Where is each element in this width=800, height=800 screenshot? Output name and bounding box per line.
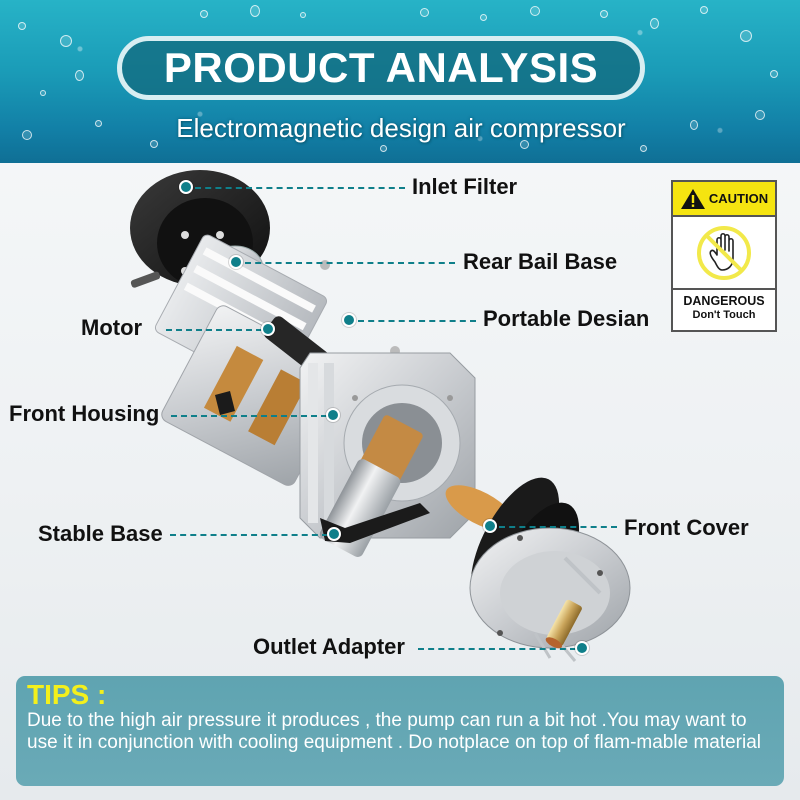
title-pill: PRODUCT ANALYSIS	[117, 36, 645, 100]
label-motor: Motor	[81, 315, 143, 340]
front-cover-leader	[499, 526, 617, 528]
inlet-filter-marker	[179, 180, 193, 194]
caution-header: CAUTION	[673, 182, 775, 217]
outlet-adapter-marker	[575, 641, 589, 655]
label-inlet-filter: Inlet Filter	[412, 174, 518, 199]
front-cover-marker	[483, 519, 497, 533]
no-touch-hand-icon	[697, 225, 751, 280]
label-rear-bail-base: Rear Bail Base	[463, 249, 618, 274]
product-diagram: Inlet Filter Rear Bail Base Portable Des…	[0, 163, 800, 673]
tips-box: TIPS : Due to the high air pressure it p…	[16, 676, 784, 786]
rear-bail-base-marker	[229, 255, 243, 269]
portable-design-marker	[342, 313, 356, 327]
motor-leader	[166, 329, 262, 331]
label-front-cover: Front Cover	[624, 515, 749, 540]
front-housing-leader	[171, 415, 327, 417]
label-front-housing: Front Housing	[9, 401, 160, 426]
caution-heading: CAUTION	[708, 191, 769, 206]
caution-line-2: Don't Touch	[692, 309, 756, 321]
tips-text: Due to the high air pressure it produces…	[27, 710, 762, 753]
inlet-filter-leader	[195, 187, 405, 189]
caution-footer: DANGEROUS Don't Touch	[673, 290, 775, 321]
portable-design-leader	[358, 320, 476, 322]
warning-triangle-icon	[680, 188, 705, 209]
tips-heading: TIPS :	[27, 679, 107, 710]
stable-base-marker	[327, 527, 341, 541]
front-housing-marker	[326, 408, 340, 422]
motor-marker	[261, 322, 275, 336]
label-stable-base: Stable Base	[38, 521, 163, 546]
page-title: PRODUCT ANALYSIS	[163, 44, 599, 91]
rear-bail-base-leader	[245, 262, 455, 264]
caution-icon-area	[673, 217, 775, 290]
stable-base-leader	[170, 534, 328, 536]
page-subtitle: Electromagnetic design air compressor	[176, 113, 626, 143]
caution-sign: CAUTION DANGEROUS Don't Touch	[671, 180, 777, 332]
label-outlet-adapter: Outlet Adapter	[253, 634, 405, 659]
label-portable-design: Portable Desian	[483, 306, 650, 331]
outlet-adapter-leader	[418, 648, 576, 650]
caution-line-1: DANGEROUS	[683, 294, 765, 308]
header-banner: PRODUCT ANALYSIS Electromagnetic design …	[0, 0, 800, 163]
